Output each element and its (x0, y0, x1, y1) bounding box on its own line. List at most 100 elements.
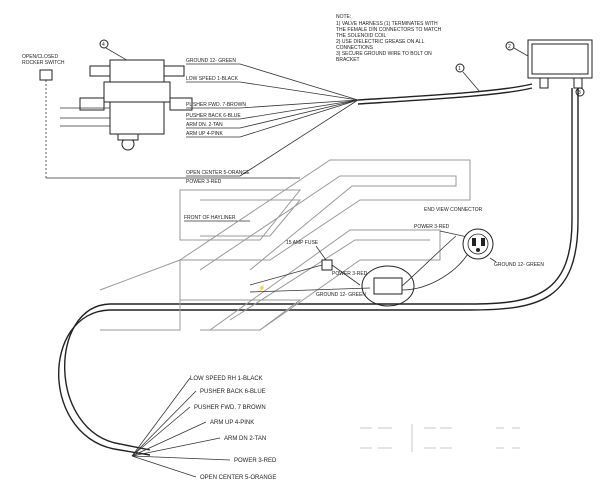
harness-cable (357, 83, 533, 101)
wire-break-mark: ⚡ (258, 284, 265, 292)
wire-lead (239, 99, 359, 138)
connector-body (373, 277, 403, 295)
switch-body (39, 69, 53, 81)
ground-wire (249, 287, 371, 293)
callout-leader (315, 245, 327, 261)
hayliner-frame: FRONT OF HAYLINER (99, 159, 471, 331)
note-line: CONNECTIONS (336, 45, 374, 51)
frame-panel (208, 229, 441, 331)
wire-lead (239, 99, 359, 120)
end-view-title: END VIEW CONNECTOR (424, 207, 483, 213)
fuse-label: 15 AMP FUSE (286, 240, 319, 246)
callout-box-number: 2 (508, 44, 511, 50)
wire-lead (239, 99, 359, 109)
wire-lead (239, 81, 359, 101)
front-label: FRONT OF HAYLINER (184, 215, 236, 221)
wire-label: POWER 3-RED (186, 179, 222, 185)
valve-block: 4 (79, 39, 193, 151)
callout-cable-number: 3 (578, 90, 581, 96)
wire-label: LOW SPEED 1-BLACK (186, 76, 239, 82)
callout-leader (489, 257, 497, 263)
wire-label: ARM UP 4-PINK (186, 131, 224, 137)
connector-lead (401, 235, 457, 287)
callout-leader (513, 47, 529, 57)
rocker-switch: OPEN/CLOSED ROCKER SWITCH (22, 54, 300, 179)
frame-panel (200, 199, 302, 237)
end-view-connector: END VIEW CONNECTOR POWER 3-RED GROUND 12… (414, 207, 544, 268)
wire-label: ARM DN. 2-TAN (186, 122, 223, 128)
power-label: POWER 3-RED (332, 271, 368, 277)
wire-label: ARM DN 2-TAN (224, 436, 266, 442)
frame-panel (229, 239, 430, 321)
end-view-ground: GROUND 12- GREEN (494, 262, 544, 268)
wire-lead (131, 455, 231, 461)
notes-heading: NOTE: (336, 14, 351, 20)
callout-leader (462, 71, 481, 93)
connector-lead (401, 249, 471, 291)
note-line: 1) VALVE HARNESS (1) TERMINATES WITH (336, 21, 438, 27)
pin (481, 238, 485, 246)
wire-label: PUSHER BACK 6-BLUE (200, 389, 266, 395)
wire-label: PUSHER BACK 6-BLUE (186, 113, 241, 119)
valve-section (103, 81, 171, 103)
wire-label: OPEN CENTER 5-ORANGE (200, 475, 276, 481)
cable-path (64, 88, 573, 451)
wire-lead (131, 390, 197, 457)
wire-label: OPEN CENTER 5-ORANGE (186, 170, 250, 176)
wire-lead (131, 406, 191, 457)
box-gland (573, 77, 583, 89)
note-line: 3) SECURE GROUND WIRE TO BOLT ON (336, 51, 432, 57)
valve-port (117, 133, 139, 141)
callout-harness (455, 63, 465, 73)
note-line: 2) USE DIELECTRIC GREASE ON ALL (336, 39, 425, 45)
bottom-wire-labels: LOW SPEED RH 1-BLACK PUSHER BACK 6-BLUE … (131, 376, 277, 481)
callout-valve-number: 4 (102, 42, 105, 48)
wire-lead (131, 455, 197, 478)
connector-outline (361, 265, 415, 307)
wire-label: GROUND 12- GREEN (186, 58, 236, 64)
note-line: THE SOLENOID COIL (336, 33, 387, 39)
valve-section (109, 101, 165, 135)
wire-lead (131, 377, 191, 457)
fuse-assembly: 15 AMP FUSE POWER 3-RED GROUND 12- GREEN… (249, 240, 371, 298)
frame-panel (179, 189, 302, 241)
callout-box (505, 41, 515, 51)
main-cable (58, 88, 579, 456)
wire-label: PUSHER FWD. 7 BROWN (194, 405, 266, 411)
fuse (321, 259, 333, 271)
switch-label: ROCKER SWITCH (22, 60, 65, 66)
wire-lead (131, 421, 207, 457)
faint-marks (360, 424, 520, 452)
end-view-power: POWER 3-RED (414, 224, 450, 230)
pin (472, 238, 476, 246)
box-gland (539, 77, 549, 89)
wire-lead (239, 63, 359, 101)
switch-label: OPEN/CLOSED (22, 54, 59, 60)
wire-lead (239, 99, 359, 129)
wire-label: LOW SPEED RH 1-BLACK (190, 376, 263, 382)
harness-cable (357, 87, 533, 105)
note-line: BRACKET (336, 57, 360, 63)
wire-label: ARM UP 4-PINK (210, 420, 254, 426)
frame-panel (99, 259, 181, 331)
frame-panel (178, 159, 471, 261)
junction-box-lid (531, 43, 589, 75)
junction-box: 2 3 (505, 39, 593, 97)
plug-connector (361, 235, 471, 307)
note-line: THE FEMALE DIN CONNECTORS TO MATCH (336, 27, 442, 33)
frame-panel (180, 299, 302, 331)
power-wire (249, 264, 323, 286)
pin (476, 248, 480, 252)
valve-harness: 1 (357, 63, 533, 105)
solenoid-coil (79, 97, 105, 111)
callout-harness-number: 1 (458, 66, 461, 72)
power-wire (331, 264, 361, 286)
valve-section (109, 59, 165, 83)
solenoid-coil (169, 97, 193, 111)
ground-label: GROUND 12- GREEN (316, 292, 366, 298)
cable-path (58, 88, 579, 456)
solenoid-coil (163, 65, 185, 77)
notes-block: NOTE: 1) VALVE HARNESS (1) TERMINATES WI… (336, 14, 442, 63)
callout-valve (99, 39, 109, 49)
